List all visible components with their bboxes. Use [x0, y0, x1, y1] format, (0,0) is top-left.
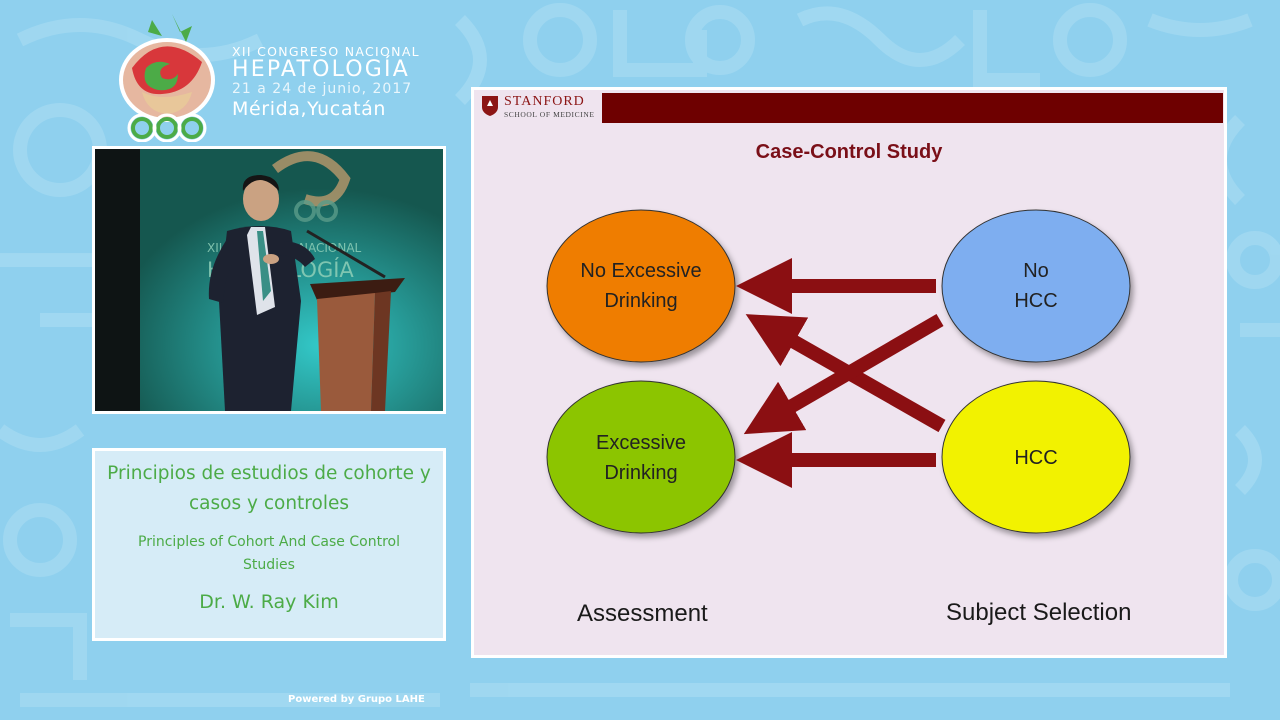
label-subject-selection: Subject Selection — [946, 599, 1132, 626]
congress-edition: XII CONGRESO NACIONAL — [232, 44, 420, 59]
speaker-name: Dr. W. Ray Kim — [199, 591, 339, 613]
speaker-video[interactable]: XII CONGRESO NACIONAL HEPATOLOGÍA — [92, 146, 446, 414]
label-no-excessive-drinking: No Excessive Drinking — [547, 256, 735, 316]
speaker-video-frame: XII CONGRESO NACIONAL HEPATOLOGÍA — [95, 149, 443, 411]
label-excessive-drinking: Excessive Drinking — [547, 428, 735, 488]
congress-logo — [119, 14, 215, 142]
talk-title-english: Principles of Cohort And Case Control St… — [138, 534, 400, 573]
stanford-header-bar — [602, 93, 1223, 123]
label-assessment: Assessment — [577, 600, 708, 627]
label-hcc: HCC — [942, 443, 1130, 473]
presentation-slide[interactable]: STANFORD SCHOOL OF MEDICINE Case-Control… — [471, 87, 1227, 658]
circle-no-excessive-drinking — [546, 209, 736, 363]
diagram-canvas — [546, 209, 1131, 534]
label-no-hcc: No HCC — [942, 256, 1130, 316]
label-no-excessive-line1: No Excessive — [580, 260, 702, 282]
powered-by-text: Powered by Grupo LAHE — [288, 694, 425, 705]
stanford-brand-name: STANFORD — [504, 94, 585, 109]
label-no-hcc-line2: HCC — [1014, 290, 1058, 312]
arrow-nohcc-to-excessive — [743, 313, 944, 435]
congress-dates: 21 a 24 de junio, 2017 — [232, 81, 413, 97]
stanford-shield-icon — [482, 96, 498, 116]
congress-location: Mérida,Yucatán — [232, 98, 387, 120]
stanford-brand-sub: SCHOOL OF MEDICINE — [504, 110, 595, 119]
label-hcc-line1: HCC — [1014, 447, 1058, 469]
circle-no-hcc — [941, 209, 1131, 363]
congress-header: XII CONGRESO NACIONAL HEPATOLOGÍA 21 a 2… — [232, 44, 420, 120]
label-no-excessive-line2: Drinking — [604, 290, 678, 312]
arrow-group — [736, 258, 946, 488]
arrow-hcc-to-noexcessive — [745, 314, 946, 433]
circle-hcc — [941, 380, 1131, 534]
label-excessive-line2: Drinking — [604, 462, 678, 484]
talk-title-spanish: Principios de estudios de cohorte y caso… — [107, 463, 431, 514]
label-excessive-line1: Excessive — [595, 432, 687, 454]
label-no-hcc-line1: No — [1023, 260, 1049, 282]
slide-title: Case-Control Study — [755, 141, 943, 163]
congress-name: HEPATOLOGÍA — [232, 57, 410, 82]
talk-info-card: Principios de estudios de cohorte y caso… — [92, 448, 446, 641]
circle-excessive-drinking — [546, 380, 736, 534]
